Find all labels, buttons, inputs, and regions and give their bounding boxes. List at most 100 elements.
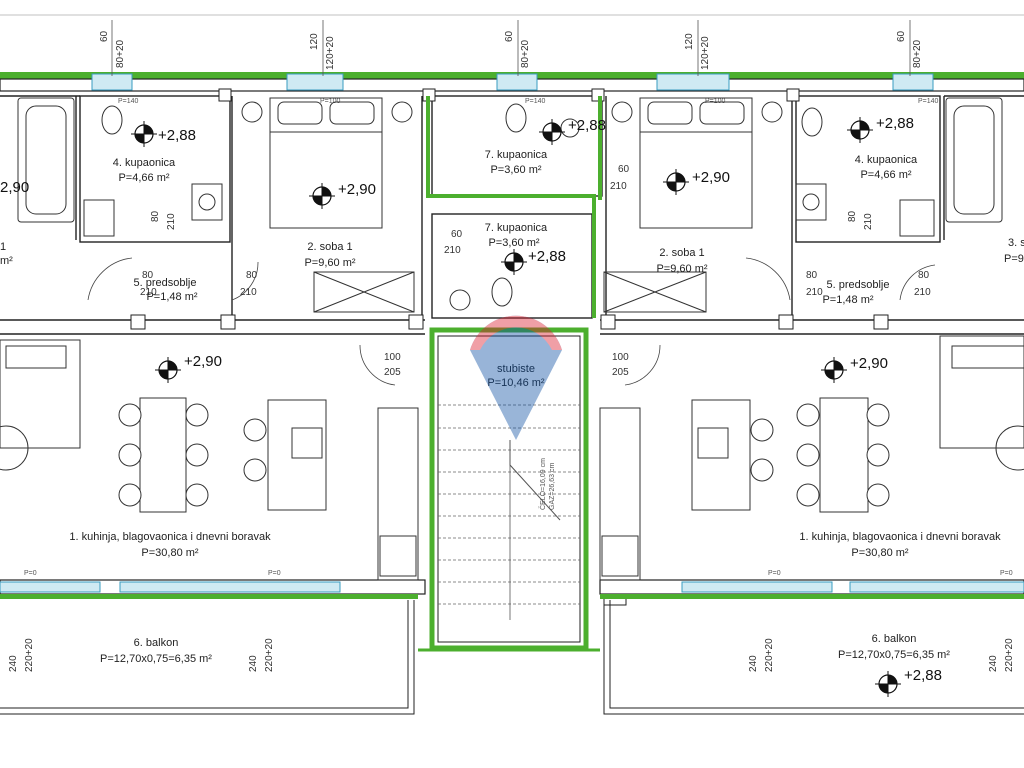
door-dimensions: 80 210 80 210 80 210 60 210 60 210 100 2…: [140, 164, 931, 378]
soba-left-label: 2. soba 1: [307, 241, 352, 253]
bottom-sill-4: P=0: [1000, 570, 1013, 577]
soba-right-area: P=9,60 m²: [656, 263, 707, 275]
sill-p100-1: P=100: [320, 98, 341, 105]
predsoblje-right-label: 5. predsoblje: [827, 279, 890, 291]
level-text-2: +2,90: [338, 181, 376, 198]
level-marker-5: [847, 117, 873, 143]
door-r1-h: 210: [806, 287, 823, 298]
sofa-left: [0, 339, 81, 449]
bathtub-right: [945, 97, 1003, 223]
columns: [130, 88, 889, 606]
dim-b1a: 240: [8, 655, 19, 672]
level-marker-8: [821, 357, 847, 383]
balcony-dimensions: 240 220+20 240 220+20 240 220+20 240 220…: [8, 638, 1015, 672]
level-marker-4: [663, 169, 689, 195]
door-r2-w: 80: [918, 270, 930, 281]
door-r2-h: 210: [914, 287, 931, 298]
door-m1-w: 60: [451, 229, 463, 240]
dim-w3b: 80+20: [520, 39, 531, 68]
bottom-exterior-wall: P=0 P=0 P=0 P=0: [0, 570, 1024, 599]
sink-2: [560, 118, 580, 138]
dim-w1a: 60: [99, 30, 110, 42]
mid-green-walls: [426, 96, 602, 318]
door-m1-h: 210: [444, 245, 461, 256]
bed-left: [269, 97, 383, 229]
kuhinja-right-area: P=30,80 m²: [851, 547, 909, 559]
predsoblje-left-label: 5. predsoblje: [134, 277, 197, 289]
level-text-4: +2,90: [692, 169, 730, 186]
dim-b4a: 240: [988, 655, 999, 672]
dim-b1b: 220+20: [24, 638, 35, 672]
balkon-left-label: 6. balkon: [134, 637, 179, 649]
kupaonica-mid-top-area: P=3,60 m²: [490, 164, 541, 176]
edge-right-p: P=9: [1004, 253, 1024, 265]
dim-b2b: 220+20: [264, 638, 275, 672]
sill-p140-2: P=140: [525, 98, 546, 105]
door-r3-h: 210: [863, 213, 874, 230]
bottom-sill-1: P=0: [24, 570, 37, 577]
kupaonica-mid-low-area: P=3,60 m²: [488, 237, 539, 249]
dim-b2a: 240: [248, 655, 259, 672]
toilet-1: [101, 105, 123, 135]
balkon-right-label: 6. balkon: [872, 633, 917, 645]
page-top-border: [0, 14, 1024, 16]
dim-w2a: 120: [309, 33, 320, 50]
kupaonica-mid-top-label: 7. kupaonica: [485, 149, 548, 161]
door-s2-w: 100: [612, 352, 629, 363]
kupaonica-right-label: 4. kupaonica: [855, 154, 918, 166]
door-l3-w: 80: [150, 210, 161, 222]
window-2: [286, 73, 344, 91]
sink-1: [191, 183, 223, 221]
sink-3: [449, 289, 471, 311]
balkon-left-area: P=12,70x0,75=6,35 m²: [100, 653, 212, 665]
toilet-2: [505, 103, 527, 133]
level-text-3: +2,88: [568, 117, 606, 134]
door-r3-w: 80: [847, 210, 858, 222]
room-labels: 4. kupaonica P=4,66 m² 2. soba 1 P=9,60 …: [69, 149, 1001, 665]
door-r1-w: 80: [806, 270, 818, 281]
soba-left-area: P=9,60 m²: [304, 257, 355, 269]
sill-p140-1: P=140: [118, 98, 139, 105]
furniture: [0, 97, 1024, 581]
edge-right-label: 3. s: [1008, 237, 1024, 249]
dining-table-right: [819, 397, 869, 513]
level-text-6: +2,88: [528, 248, 566, 265]
level-marker-9: [875, 671, 901, 697]
door-l1-w: 80: [142, 270, 154, 281]
dim-w2b: 120+20: [325, 36, 336, 70]
counter-left: [377, 407, 419, 581]
level-text-9: +2,88: [904, 667, 942, 684]
door-l3-h: 210: [166, 213, 177, 230]
kuhinja-left-label: 1. kuhinja, blagovaonica i dnevni borava…: [69, 531, 271, 543]
predsoblje-left-area: P=1,48 m²: [146, 291, 197, 303]
dim-w5b: 80+20: [912, 39, 923, 68]
door-s1-w: 100: [384, 352, 401, 363]
wardrobe-left: [313, 271, 415, 313]
level-text-1: +2,88: [158, 127, 196, 144]
top-window-dimensions: 60 80+20 120 120+20 60 80+20 120 120+20 …: [99, 20, 939, 105]
bottom-sill-3: P=0: [768, 570, 781, 577]
window-5: [892, 73, 934, 91]
doors: [87, 257, 936, 386]
sill-p140-3: P=140: [918, 98, 939, 105]
dim-w3a: 60: [504, 30, 515, 42]
sink-4: [795, 183, 827, 221]
door-m2-h: 210: [610, 181, 627, 192]
sofa-right: [939, 335, 1024, 449]
level-markers: +2,88 +2,90 +2,88 +2,90 +2,88 +2,88: [0, 115, 942, 697]
level-marker-7: [155, 357, 181, 383]
door-l1-h: 210: [140, 287, 157, 298]
remax-watermark: RE/MAX: [470, 315, 562, 440]
kitchen-island-left: [267, 399, 327, 511]
balconies: [0, 600, 1024, 715]
level-text-8: +2,90: [850, 355, 888, 372]
predsoblje-right-area: P=1,48 m²: [822, 294, 873, 306]
level-marker-3: [539, 119, 565, 145]
chairs: [118, 403, 890, 507]
edge-left-level: 2,90: [0, 179, 29, 196]
dim-w1b: 80+20: [115, 39, 126, 68]
level-marker-6: [501, 249, 527, 275]
stubiste-label: stubiste: [497, 363, 535, 375]
kupaonica-mid-low-label: 7. kupaonica: [485, 222, 548, 234]
